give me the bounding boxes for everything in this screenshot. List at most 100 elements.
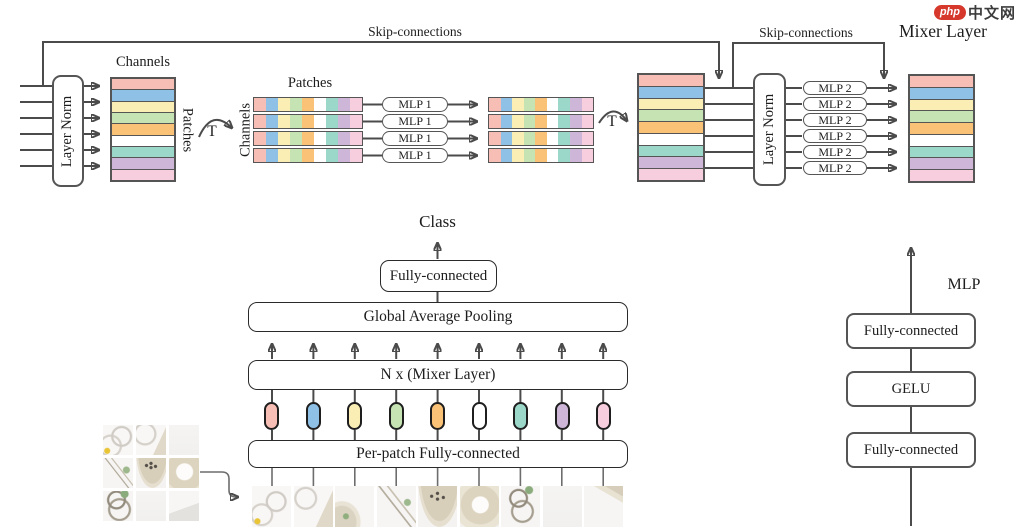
image-patch xyxy=(542,486,582,527)
patch-stripe xyxy=(266,98,278,111)
patch-stripe xyxy=(290,132,302,145)
mlp-block-title: MLP xyxy=(947,276,981,293)
gelu-label: GELU xyxy=(891,380,931,397)
token-pill xyxy=(554,402,570,430)
patch-stripe xyxy=(350,115,362,128)
patch-stripe xyxy=(302,149,314,162)
image-patch xyxy=(459,486,499,527)
patch-stripe xyxy=(338,149,350,162)
site-watermark: php 中文网 xyxy=(933,2,1016,23)
patch-stripe xyxy=(302,132,314,145)
mlp-fc-top-label: Fully-connected xyxy=(863,322,959,339)
patch-stripe xyxy=(500,115,513,128)
token-pill xyxy=(264,402,279,430)
image-patch xyxy=(376,486,416,527)
mlp2-label: MLP 2 xyxy=(818,144,852,159)
row-lines xyxy=(363,103,382,157)
matrix-row xyxy=(112,123,174,135)
matrix-row xyxy=(253,131,363,146)
patch-stripe xyxy=(254,132,266,145)
matrix-row xyxy=(639,75,703,86)
matrix-row xyxy=(639,132,703,145)
patch-stripe xyxy=(523,98,536,111)
grid-cell xyxy=(103,491,133,521)
mlp2-label: MLP 2 xyxy=(818,80,852,95)
patch-stripe xyxy=(350,149,362,162)
grid-cell xyxy=(169,491,199,521)
matrix-row xyxy=(253,148,363,163)
patch-stripe xyxy=(489,115,501,128)
patch-stripe xyxy=(302,98,314,111)
mlp1-label: MLP 1 xyxy=(398,131,432,145)
token-pill xyxy=(513,402,528,430)
matrix-row xyxy=(910,86,973,99)
mlp2-box: MLP 2 xyxy=(803,145,867,159)
mlp1-label: MLP 1 xyxy=(398,148,432,162)
image-patch xyxy=(584,486,623,527)
patches-axis-label-1: Patches xyxy=(179,107,196,153)
mlp1-label: MLP 1 xyxy=(398,114,432,128)
patch-stripe xyxy=(581,132,594,145)
mlp2-label: MLP 2 xyxy=(818,96,852,111)
row-lines xyxy=(782,87,802,169)
patch-stripe xyxy=(278,149,290,162)
matrix-row xyxy=(488,97,594,112)
patch-stripe xyxy=(512,149,524,162)
matrix-row xyxy=(639,168,703,181)
patch-stripe xyxy=(326,149,338,162)
column-connectors xyxy=(272,344,603,487)
matrix-row xyxy=(112,111,174,124)
patch-stripe xyxy=(546,115,559,128)
grid-cell xyxy=(136,491,166,521)
matrix-row xyxy=(910,145,973,158)
image-patch xyxy=(252,486,291,527)
mlp1-label: MLP 1 xyxy=(398,97,432,111)
input-lines xyxy=(20,85,52,167)
mlp1-box: MLP 1 xyxy=(382,148,448,163)
php-logo-badge: php xyxy=(933,5,966,20)
matrix-row xyxy=(488,114,594,129)
layer-norm-box-2: Layer Norm xyxy=(753,73,786,186)
patch-stripe xyxy=(500,98,513,111)
token-pill xyxy=(388,402,404,430)
patch-stripe xyxy=(546,132,559,145)
n-mixer-label: N x (Mixer Layer) xyxy=(380,366,496,383)
classifier-fc-label: Fully-connected xyxy=(389,267,488,284)
patch-stripe xyxy=(489,149,501,162)
patch-stripe xyxy=(278,115,290,128)
layer-norm-label: Layer Norm xyxy=(761,93,778,166)
grid-cell xyxy=(136,425,166,455)
token-pill xyxy=(430,402,445,430)
matrix-row xyxy=(639,97,703,110)
gap-label: Global Average Pooling xyxy=(363,308,513,325)
patch-stripe xyxy=(266,132,278,145)
patch-stripe xyxy=(326,132,338,145)
grid-cell xyxy=(103,425,133,455)
channels-axis-label-1: Channels xyxy=(116,54,170,70)
grid-cell xyxy=(103,458,133,488)
matrix-row xyxy=(910,157,973,170)
matrix-row xyxy=(112,157,174,169)
patch-stripe xyxy=(569,98,582,111)
matrix-row xyxy=(112,168,174,180)
patch-stripe xyxy=(558,115,570,128)
patch-stripe xyxy=(314,149,326,162)
skip-connections-label-left: Skip-connections xyxy=(368,24,462,39)
global-average-pooling-box: Global Average Pooling xyxy=(248,302,628,332)
output-token-matrix xyxy=(908,74,975,183)
mlp-fc-top-box: Fully-connected xyxy=(846,313,976,349)
patch-stripe xyxy=(558,149,570,162)
channels-axis-label-2: Channels xyxy=(237,103,254,157)
patch-stripe xyxy=(266,115,278,128)
patch-stripe xyxy=(254,149,266,162)
patch-stripe xyxy=(535,98,547,111)
gelu-box: GELU xyxy=(846,371,976,407)
mlp2-box: MLP 2 xyxy=(803,161,867,175)
image-patch xyxy=(501,486,540,527)
matrix-row xyxy=(910,133,973,146)
matrix-row xyxy=(910,76,973,87)
matrix-row xyxy=(253,114,363,129)
token-matrix-mid xyxy=(637,73,705,182)
patch-stripe xyxy=(546,149,559,162)
matrix-row xyxy=(639,109,703,122)
